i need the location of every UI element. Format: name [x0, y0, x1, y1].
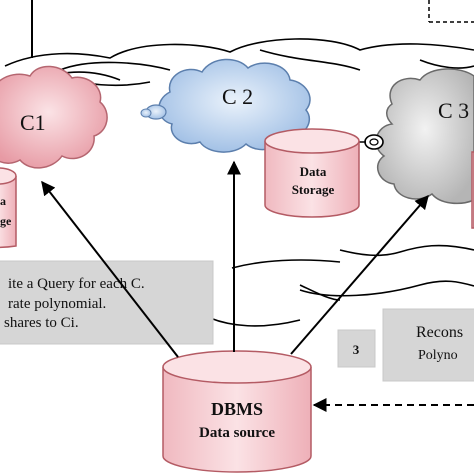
c2-storage-subtitle: Storage: [292, 182, 335, 197]
dbms-subtitle: Data source: [199, 425, 275, 441]
reconstruct-step: 3 Recons Polyno: [337, 308, 474, 382]
query-line-3: shares to Ci.: [4, 315, 79, 331]
step-number: 3: [353, 342, 360, 357]
query-instructions-box: ite a Query for each C. rate polynomial.…: [0, 260, 214, 345]
cloud-c2: C 2: [140, 58, 311, 153]
c2-storage-cylinder: Data Storage: [264, 128, 360, 218]
cloud-c1-label: C1: [20, 110, 46, 135]
cloud-c3: C 3: [358, 68, 474, 205]
c1-storage-line1: a: [0, 194, 6, 208]
c1-storage-line2: age: [0, 214, 12, 228]
dbms-cylinder: DBMS Data source: [162, 350, 312, 473]
reconstruct-line-2: Polyno: [418, 348, 458, 363]
arrow-dbms-to-c3: [290, 194, 429, 355]
reconstruct-line-1: Recons: [416, 324, 463, 341]
cloud-c3-label: C 3: [438, 98, 469, 123]
query-line-1: ite a Query for each C.: [8, 276, 145, 292]
cloud-c2-label: C 2: [222, 84, 253, 109]
dbms-title: DBMS: [211, 399, 263, 419]
top-frame: [31, 0, 474, 58]
arrows: [41, 160, 474, 412]
c2-storage-title: Data: [300, 164, 327, 179]
cloud-c1: C1: [0, 65, 108, 169]
arrow-dbms-to-c1: [41, 180, 179, 358]
c1-storage-cylinder: a age: [0, 167, 17, 248]
query-line-2: rate polynomial.: [8, 296, 106, 312]
